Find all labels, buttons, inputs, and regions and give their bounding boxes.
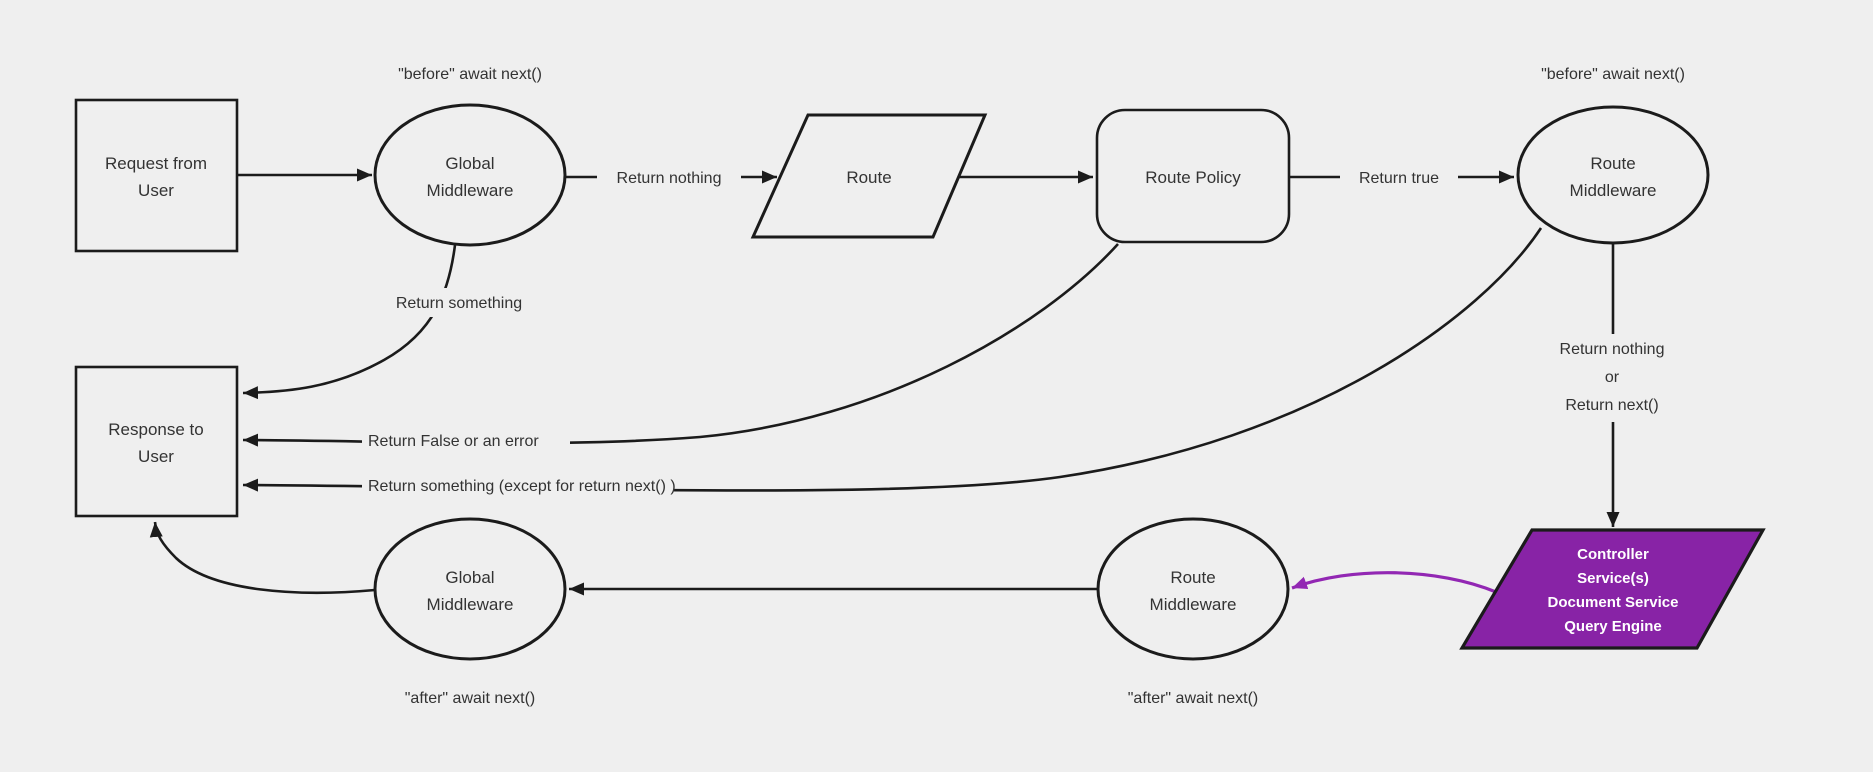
route-middleware-top-label: Route bbox=[1590, 154, 1635, 173]
global-middleware-bottom-ellipse bbox=[373, 517, 567, 661]
route-middleware-top-ellipse bbox=[1516, 105, 1710, 245]
response-to-user-label: Response to bbox=[108, 420, 203, 439]
svg-text:User: User bbox=[138, 447, 174, 466]
global-middleware-top-ellipse bbox=[373, 103, 567, 247]
route-middleware-bottom-ellipse bbox=[1096, 517, 1290, 661]
global-middleware-bottom-label: Global bbox=[445, 568, 494, 587]
node-route-middleware-bottom: Route Middleware bbox=[1096, 517, 1290, 661]
edge-label-line-or: or bbox=[1605, 369, 1620, 386]
svg-text:Middleware: Middleware bbox=[1570, 181, 1657, 200]
node-route-policy: Route Policy bbox=[1095, 108, 1291, 244]
controller-services-label: Controller bbox=[1577, 546, 1649, 563]
svg-text:User: User bbox=[138, 181, 174, 200]
label-bg-return-something bbox=[378, 288, 540, 317]
node-response-to-user: Response to User bbox=[74, 365, 239, 518]
svg-text:Middleware: Middleware bbox=[1150, 595, 1237, 614]
edge-labels: "before" await next() "before" await nex… bbox=[368, 66, 1685, 707]
svg-text:Middleware: Middleware bbox=[427, 181, 514, 200]
route-parallelogram bbox=[750, 113, 988, 239]
edge-label-return-something: Return something bbox=[396, 295, 522, 312]
controller-services-parallelogram bbox=[1459, 528, 1766, 650]
request-from-user-label: Request from bbox=[105, 154, 207, 173]
svg-text:Service(s): Service(s) bbox=[1577, 570, 1649, 587]
edge-label-return-nothing-or-return-next: Return nothing or Return next() bbox=[1560, 341, 1665, 414]
node-request-from-user: Request from User bbox=[74, 98, 239, 253]
global-middleware-top-label: Global bbox=[445, 154, 494, 173]
edge-label-backgrounds bbox=[362, 163, 1700, 499]
edge-label-return-true: Return true bbox=[1359, 170, 1439, 187]
edge-label-line-return-next: Return next() bbox=[1565, 397, 1658, 414]
edge-label-line-return-nothing: Return nothing bbox=[1560, 341, 1665, 358]
request-from-user-box bbox=[74, 98, 239, 253]
edge-label-after-await-next-route: "after" await next() bbox=[1128, 690, 1259, 707]
node-controller-services: Controller Service(s) Document Service Q… bbox=[1459, 528, 1766, 650]
label-bg-return-false bbox=[362, 426, 570, 454]
svg-text:Query Engine: Query Engine bbox=[1564, 618, 1662, 635]
svg-text:Middleware: Middleware bbox=[427, 595, 514, 614]
node-global-middleware-bottom: Global Middleware bbox=[373, 517, 567, 661]
edge-global-middleware-to-response bbox=[242, 244, 457, 400]
edge-label-return-nothing: Return nothing bbox=[617, 170, 722, 187]
label-bg-return-nothing bbox=[597, 163, 741, 190]
svg-text:Document Service: Document Service bbox=[1548, 594, 1679, 611]
edge-route-policy-to-response bbox=[242, 243, 1119, 447]
edge-label-return-something-except: Return something (except for return next… bbox=[368, 478, 676, 495]
route-policy-box bbox=[1095, 108, 1291, 244]
edge-label-before-await-next-route: "before" await next() bbox=[1541, 66, 1685, 83]
response-to-user-box bbox=[74, 365, 239, 518]
label-bg-return-something-except bbox=[362, 471, 674, 499]
node-global-middleware-top: Global Middleware bbox=[373, 103, 567, 247]
edge-global-middleware-bottom-to-response bbox=[149, 521, 376, 595]
edge-label-before-await-next-global: "before" await next() bbox=[398, 66, 542, 83]
label-bg-return-nothing-or-next bbox=[1526, 334, 1700, 422]
edge-label-return-false-or-an-error: Return False or an error bbox=[368, 433, 539, 450]
edge-controller-to-route-middleware-bottom bbox=[1291, 571, 1497, 594]
label-bg-return-true bbox=[1340, 163, 1458, 190]
node-route-middleware-top: Route Middleware bbox=[1516, 105, 1710, 245]
route-policy-label: Route Policy bbox=[1145, 168, 1241, 187]
node-route: Route bbox=[750, 113, 988, 239]
route-middleware-bottom-label: Route bbox=[1170, 568, 1215, 587]
nodes: Request from User Global Middleware Rout… bbox=[74, 98, 1766, 661]
route-label: Route bbox=[846, 168, 891, 187]
edge-label-after-await-next-global: "after" await next() bbox=[405, 690, 536, 707]
